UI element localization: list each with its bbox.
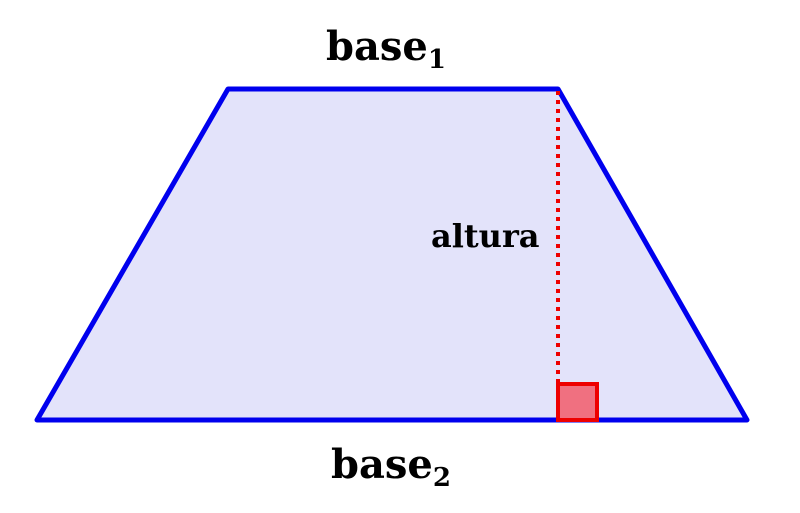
top-base-subscript: 1 bbox=[428, 45, 446, 75]
right-angle-marker bbox=[556, 382, 599, 422]
top-base-text: base bbox=[326, 23, 428, 70]
height-label: altura bbox=[431, 217, 540, 255]
bottom-base-label: base2 bbox=[331, 441, 451, 493]
bottom-base-text: base bbox=[331, 441, 433, 488]
bottom-base-subscript: 2 bbox=[433, 463, 451, 493]
trapezoid-shape bbox=[34, 86, 750, 423]
top-base-label: base1 bbox=[326, 23, 446, 75]
